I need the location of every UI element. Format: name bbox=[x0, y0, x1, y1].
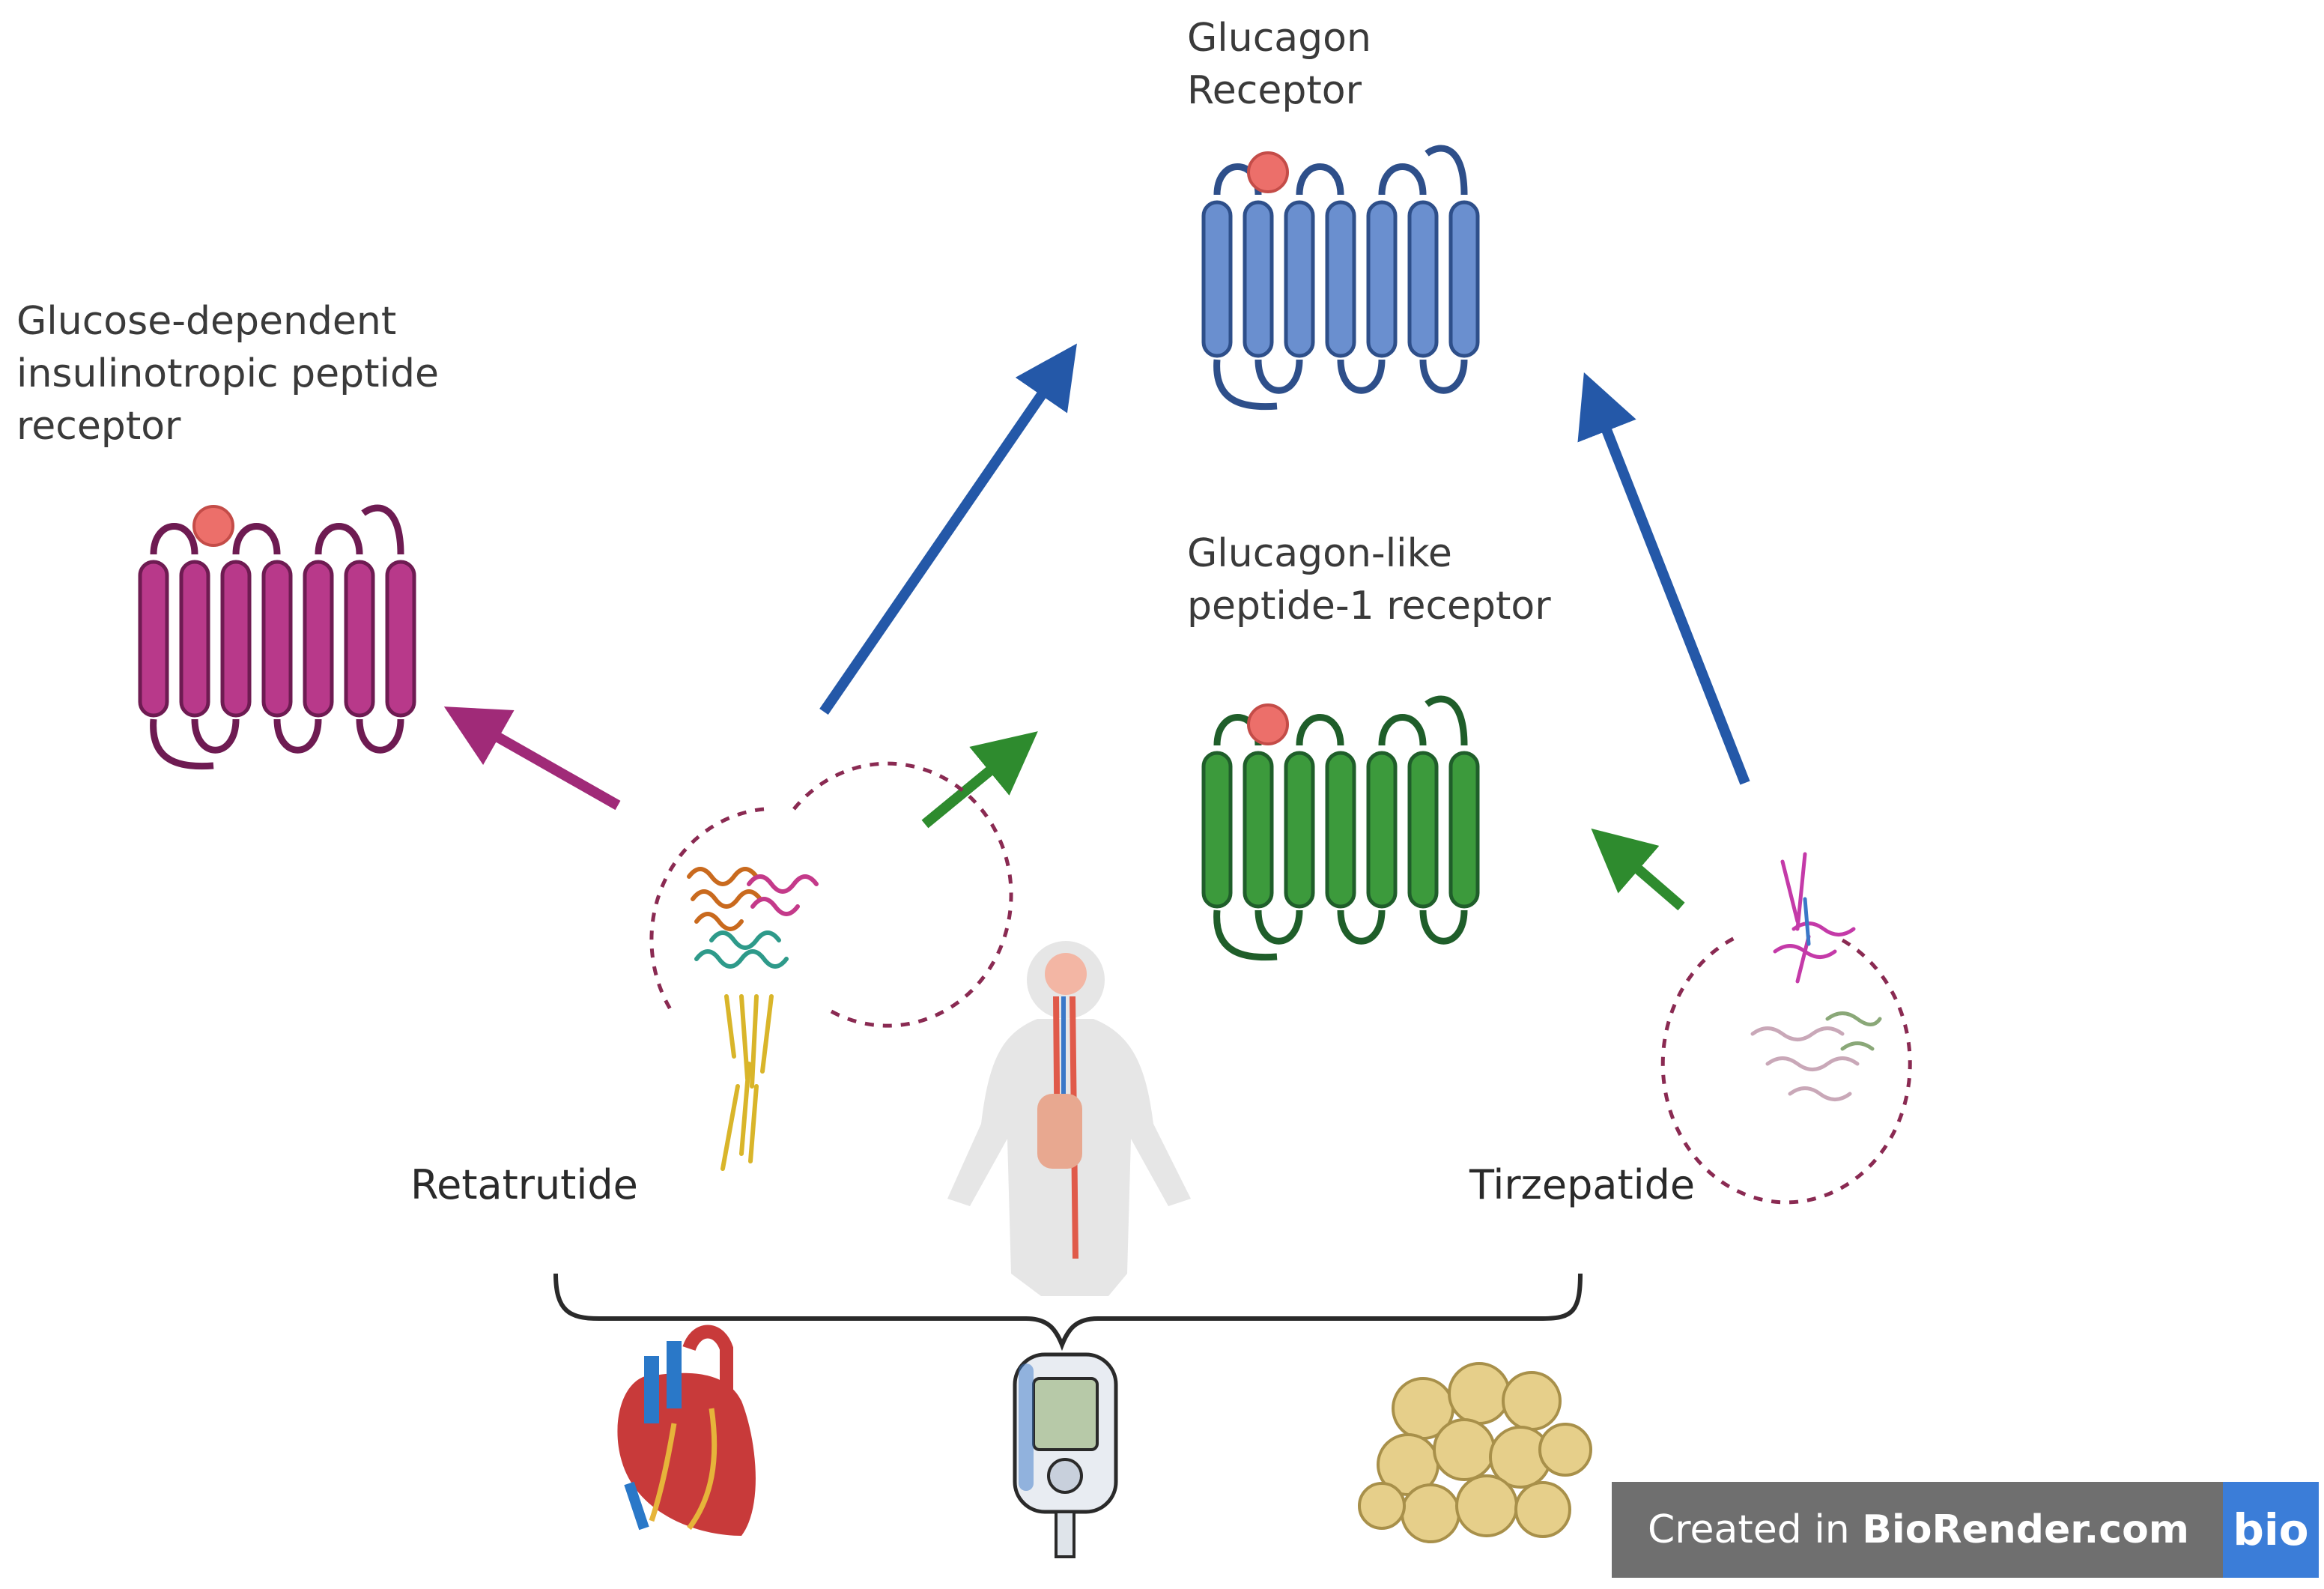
gip-receptor-label-1: Glucose-dependent bbox=[16, 299, 396, 344]
retatrutide-structure-icon bbox=[649, 761, 1013, 1171]
fat-cells-icon bbox=[1358, 1362, 1592, 1543]
arrow-tirzepatide-to-glp1 bbox=[1591, 828, 1685, 911]
glucagon-receptor-label-1: Glucagon bbox=[1187, 16, 1371, 61]
tirzepatide-label: Tirzepatide bbox=[1469, 1161, 1695, 1208]
arrow-retatrutide-to-glp1 bbox=[921, 731, 1038, 829]
gip-receptor bbox=[138, 504, 416, 770]
ligand-icon bbox=[192, 505, 234, 547]
glucagon-receptor-label-2: Receptor bbox=[1187, 68, 1362, 113]
glp1-receptor-label-1: Glucagon-like bbox=[1187, 531, 1452, 576]
biorender-badge[interactable]: Created in BioRender.com bio bbox=[1612, 1482, 2319, 1578]
glp1-receptor-label-2: peptide-1 receptor bbox=[1187, 584, 1551, 629]
arrow-retatrutide-to-glucagon bbox=[819, 343, 1077, 715]
gip-receptor-label-2: insulinotropic peptide bbox=[16, 351, 439, 396]
badge-brand: BioRender.com bbox=[1862, 1507, 2189, 1552]
badge-prefix: Created in bbox=[1648, 1507, 1863, 1552]
retatrutide-label: Retatrutide bbox=[410, 1161, 638, 1208]
ligand-icon bbox=[1247, 151, 1289, 193]
gip-receptor-label-3: receptor bbox=[16, 404, 181, 449]
arrow-tirzepatide-to-glucagon bbox=[1577, 372, 1750, 785]
glucagon-receptor bbox=[1201, 145, 1480, 411]
arrow-retatrutide-to-gip bbox=[443, 706, 621, 811]
glp1-receptor bbox=[1201, 695, 1480, 961]
biorender-logo-icon: bio bbox=[2223, 1482, 2319, 1578]
grouping-brace bbox=[553, 1273, 1583, 1352]
badge-text: Created in BioRender.com bbox=[1612, 1507, 2223, 1552]
glucose-meter-icon bbox=[1013, 1352, 1118, 1558]
human-body-icon bbox=[947, 941, 1191, 1296]
ligand-icon bbox=[1247, 703, 1289, 745]
heart-icon bbox=[617, 1325, 756, 1536]
tirzepatide-structure-icon bbox=[1660, 852, 1912, 1205]
